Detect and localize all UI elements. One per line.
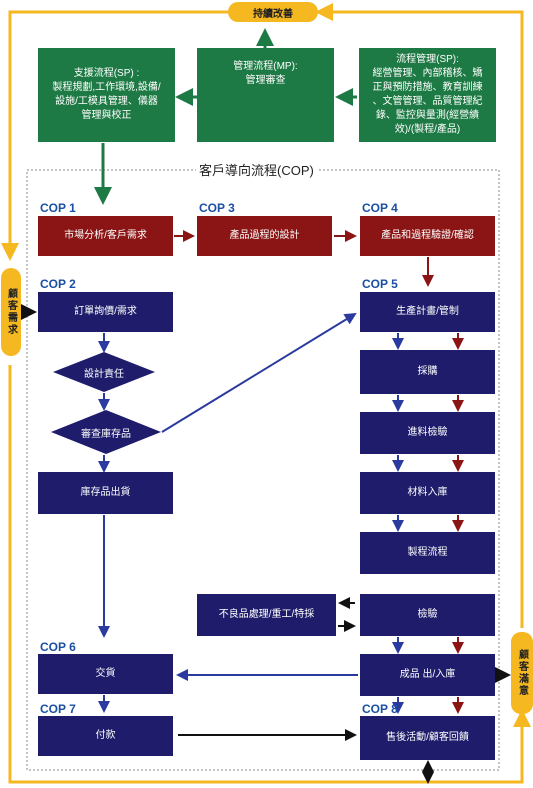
market-analysis-label: 市場分析/客戶需求 [64, 230, 147, 241]
verification-label: 產品和過程驗證/確認 [381, 230, 474, 241]
material-storage-label: 材料入庫 [407, 487, 448, 498]
continuous-improvement-pill: 持續改善 [228, 2, 318, 22]
management-process-line: 管理審查 [245, 75, 286, 86]
continuous-improvement-label: 持續改善 [253, 8, 293, 20]
inspection-box: 檢驗 [360, 594, 495, 636]
incoming-inspection-box: 進料檢驗 [360, 412, 495, 454]
support-process-line: 支援流程(SP) : [73, 68, 140, 79]
process-management-line: 流程管理(SP): [396, 54, 459, 65]
process-management-line: 錄、監控與量測(經營績 [375, 110, 480, 121]
stock-review-label: 審查庫存品 [81, 428, 131, 440]
support-process-line: 管理與校正 [81, 110, 132, 121]
cop-title: 客戶導向流程(COP) [196, 160, 317, 179]
incoming-inspection-label: 進料檢驗 [407, 427, 448, 438]
process-management-line: 效)/(製程/產品) [394, 124, 461, 135]
purchasing-box: 採購 [360, 350, 495, 394]
design-process-box: 產品過程的設計 [197, 216, 332, 256]
customer-satisfaction-label: 顧客滿意 [516, 649, 528, 697]
customer-requirement-pill: 顧客需求 [1, 268, 21, 356]
support-process-box: 支援流程(SP) : 製程規劃,工作環境,設備/ 設施/工模具管理、儀器 管理與… [38, 48, 175, 142]
order-inquiry-label: 訂單詢價/需求 [74, 306, 137, 317]
after-sales-box: 售後活動/顧客回饋 [360, 716, 495, 760]
nonconforming-label: 不良品處理/重工/特採 [218, 609, 315, 620]
production-plan-box: 生產計畫/管制 [360, 292, 495, 332]
payment-box: 付款 [38, 716, 173, 756]
design-responsibility-label: 設計責任 [84, 368, 124, 380]
cop4-label: COP 4 [362, 201, 398, 215]
support-process-line: 設施/工模具管理、儀器 [55, 96, 158, 107]
cop8-label: COP 8 [362, 702, 398, 716]
finished-goods-box: 成品 出/入庫 [360, 654, 495, 696]
after-sales-label: 售後活動/顧客回饋 [386, 732, 469, 743]
inspection-label: 檢驗 [417, 609, 438, 620]
cop7-label: COP 7 [40, 702, 76, 716]
manufacturing-process-label: 製程流程 [407, 547, 448, 558]
process-management-box: 流程管理(SP): 經營管理、內部稽核、矯 正與預防措施、教育訓練 、文管管理、… [359, 48, 496, 142]
order-inquiry-box: 訂單詢價/需求 [38, 292, 173, 332]
delivery-label: 交貨 [95, 668, 116, 679]
cop3-label: COP 3 [199, 201, 235, 215]
stock-shipment-box: 庫存品出貨 [38, 472, 173, 514]
material-storage-box: 材料入庫 [360, 472, 495, 514]
purchasing-label: 採購 [417, 366, 438, 377]
cop5-label: COP 5 [362, 277, 398, 291]
process-management-line: 經營管理、內部稽核、矯 [372, 68, 483, 79]
support-process-line: 製程規劃,工作環境,設備/ [52, 82, 161, 93]
customer-requirement-label: 顧客需求 [5, 288, 17, 336]
stock-shipment-label: 庫存品出貨 [80, 487, 131, 498]
customer-satisfaction-pill: 顧客滿意 [511, 632, 533, 714]
cop1-label: COP 1 [40, 201, 76, 215]
finished-goods-label: 成品 出/入庫 [399, 669, 456, 680]
market-analysis-box: 市場分析/客戶需求 [38, 216, 173, 256]
management-process-box: 管理流程(MP): 管理審查 [197, 48, 334, 142]
verification-box: 產品和過程驗證/確認 [360, 216, 495, 256]
manufacturing-process-box: 製程流程 [360, 532, 495, 574]
nonconforming-box: 不良品處理/重工/特採 [197, 594, 336, 636]
cop2-label: COP 2 [40, 277, 76, 291]
management-process-line: 管理流程(MP): [233, 61, 298, 72]
cop6-label: COP 6 [40, 640, 76, 654]
delivery-box: 交貨 [38, 654, 173, 694]
design-process-label: 產品過程的設計 [229, 230, 300, 241]
process-management-line: 、文管管理、品質管理紀 [372, 96, 483, 107]
production-plan-label: 生產計畫/管制 [396, 306, 459, 317]
payment-label: 付款 [95, 730, 116, 741]
process-management-line: 正與預防措施、教育訓練 [372, 82, 483, 93]
